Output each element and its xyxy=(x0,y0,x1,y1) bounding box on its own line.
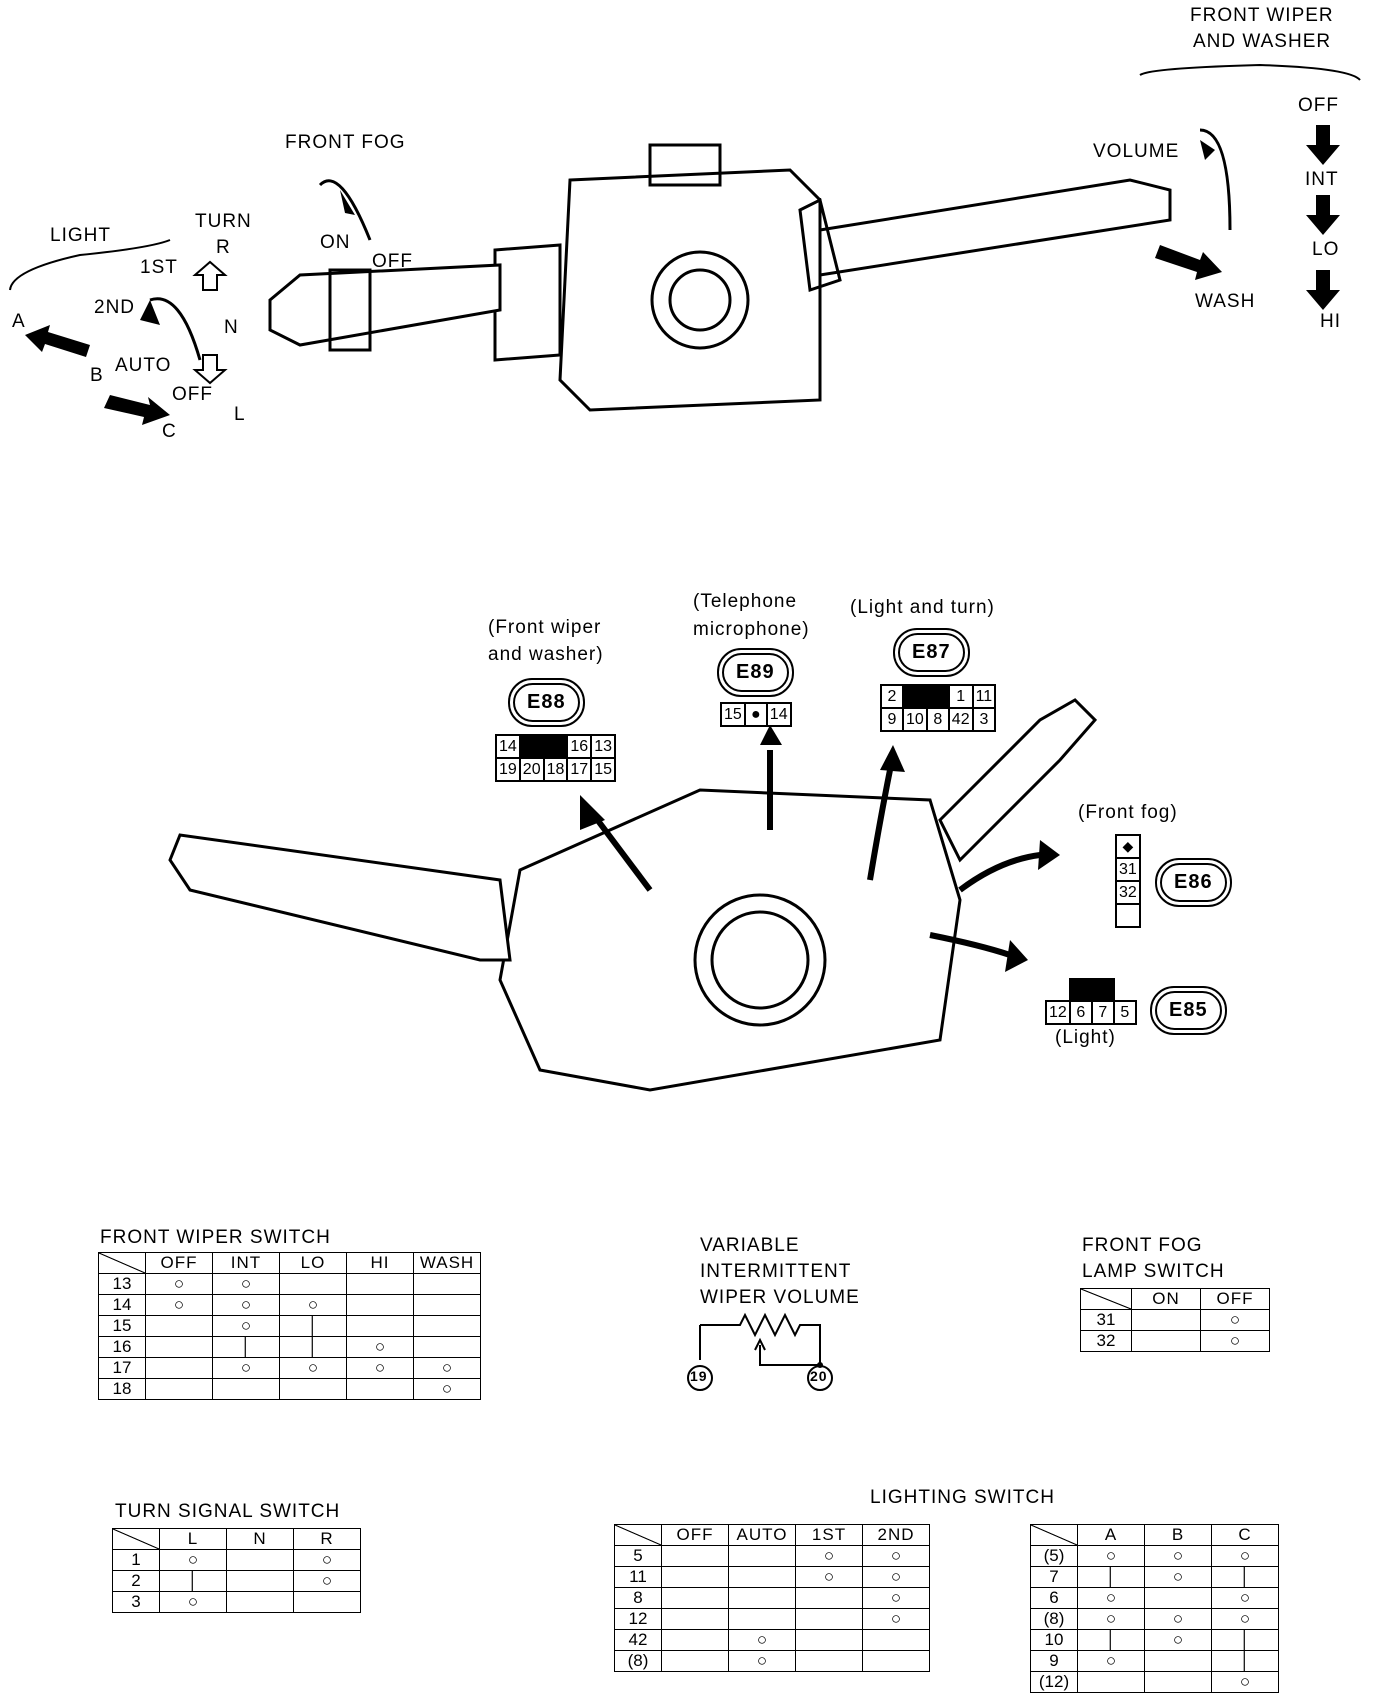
col-2nd: 2ND xyxy=(862,1524,930,1546)
row-label: 6 xyxy=(1030,1587,1078,1609)
col-auto: AUTO xyxy=(728,1524,796,1546)
front-wiper-switch-title: FRONT WIPER SWITCH xyxy=(100,1227,331,1248)
e85-caption: (Light) xyxy=(1055,1027,1116,1048)
row-label: 17 xyxy=(98,1357,146,1379)
col-n: N xyxy=(226,1528,294,1550)
variable-wiper-title-1: VARIABLE xyxy=(700,1235,800,1256)
light-1st-label: 1ST xyxy=(140,257,178,278)
front-wiper-switch-table: OFF INT LO HI WASH 13○○ 14○○○ 15○│ 16││○… xyxy=(98,1252,481,1400)
light-auto-label: AUTO xyxy=(115,355,172,376)
e85-badge: E85 xyxy=(1150,986,1227,1035)
e89-connector: 15●14 xyxy=(720,702,792,727)
row-label: 42 xyxy=(614,1629,662,1651)
e88-badge: E88 xyxy=(508,678,585,727)
row-label: 12 xyxy=(614,1608,662,1630)
light-off-label: OFF xyxy=(172,384,213,405)
front-wiper-washer-label-1: FRONT WIPER xyxy=(1190,5,1334,26)
row-label: 32 xyxy=(1080,1330,1132,1352)
lighting-switch-title: LIGHTING SWITCH xyxy=(870,1487,1055,1508)
col-int: INT xyxy=(212,1252,280,1274)
wiper-int-label: INT xyxy=(1305,169,1339,190)
e89-caption-1: (Telephone xyxy=(693,591,798,612)
front-fog-label: FRONT FOG xyxy=(285,132,406,153)
row-label: 5 xyxy=(614,1545,662,1567)
light-2nd-label: 2ND xyxy=(94,297,136,318)
turn-switch-title: TURN SIGNAL SWITCH xyxy=(115,1501,341,1522)
turn-r-label: R xyxy=(216,237,231,258)
light-b-label: B xyxy=(90,365,104,386)
e88-caption-2: and washer) xyxy=(488,644,604,665)
wiper-off-label: OFF xyxy=(1298,95,1339,116)
col-on: ON xyxy=(1131,1288,1201,1310)
col-r: R xyxy=(293,1528,361,1550)
e87-caption: (Light and turn) xyxy=(850,597,995,618)
col-off: OFF xyxy=(661,1524,729,1546)
variable-wiper-title-3: WIPER VOLUME xyxy=(700,1287,860,1308)
fog-switch-title-2: LAMP SWITCH xyxy=(1082,1261,1225,1282)
col-a: A xyxy=(1077,1524,1145,1546)
turn-label: TURN xyxy=(195,211,252,232)
row-label: 31 xyxy=(1080,1309,1132,1331)
row-label: 1 xyxy=(112,1549,160,1571)
terminal-20: 20 xyxy=(810,1368,828,1384)
row-label: 15 xyxy=(98,1315,146,1337)
e86-caption: (Front fog) xyxy=(1078,802,1178,823)
wiper-lo-label: LO xyxy=(1312,239,1340,260)
row-label: 13 xyxy=(98,1273,146,1295)
light-label: LIGHT xyxy=(50,225,111,246)
col-off: OFF xyxy=(1200,1288,1270,1310)
turn-n-label: N xyxy=(224,317,239,338)
turn-l-label: L xyxy=(234,404,246,425)
variable-wiper-title-2: INTERMITTENT xyxy=(700,1261,852,1282)
e87-badge: E87 xyxy=(893,628,970,677)
col-hi: HI xyxy=(346,1252,414,1274)
col-l: L xyxy=(159,1528,227,1550)
row-label: 8 xyxy=(614,1587,662,1609)
volume-label: VOLUME xyxy=(1093,141,1180,162)
front-wiper-washer-label-2: AND WASHER xyxy=(1193,31,1332,52)
wash-label: WASH xyxy=(1195,291,1256,312)
e88-caption-1: (Front wiper xyxy=(488,617,602,638)
e89-caption-2: microphone) xyxy=(693,619,810,640)
wiper-hi-label: HI xyxy=(1320,311,1341,332)
row-label: 14 xyxy=(98,1294,146,1316)
row-label: (5) xyxy=(1030,1545,1078,1567)
col-wash: WASH xyxy=(413,1252,481,1274)
col-off: OFF xyxy=(145,1252,213,1274)
col-lo: LO xyxy=(279,1252,347,1274)
light-a-label: A xyxy=(12,311,26,332)
row-label: 7 xyxy=(1030,1566,1078,1588)
fog-switch-title-1: FRONT FOG xyxy=(1082,1235,1203,1256)
col-1st: 1ST xyxy=(795,1524,863,1546)
terminal-19: 19 xyxy=(690,1368,708,1384)
row-label: (12) xyxy=(1030,1671,1078,1693)
col-b: B xyxy=(1144,1524,1212,1546)
e89-badge: E89 xyxy=(717,648,794,697)
light-c-label: C xyxy=(162,421,177,442)
corner-cell xyxy=(98,1252,146,1274)
e86-connector: ◆ 31 32 xyxy=(1115,834,1141,928)
fog-on-label: ON xyxy=(320,232,351,253)
col-c: C xyxy=(1211,1524,1279,1546)
row-label: (8) xyxy=(1030,1608,1078,1630)
row-label: 10 xyxy=(1030,1629,1078,1651)
row-label: 18 xyxy=(98,1378,146,1400)
e86-badge: E86 xyxy=(1155,858,1232,907)
row-label: (8) xyxy=(614,1650,662,1672)
fog-off-label: OFF xyxy=(372,251,413,272)
row-label: 11 xyxy=(614,1566,662,1588)
row-label: 9 xyxy=(1030,1650,1078,1672)
row-label: 3 xyxy=(112,1591,160,1613)
row-label: 2 xyxy=(112,1570,160,1592)
row-label: 16 xyxy=(98,1336,146,1358)
